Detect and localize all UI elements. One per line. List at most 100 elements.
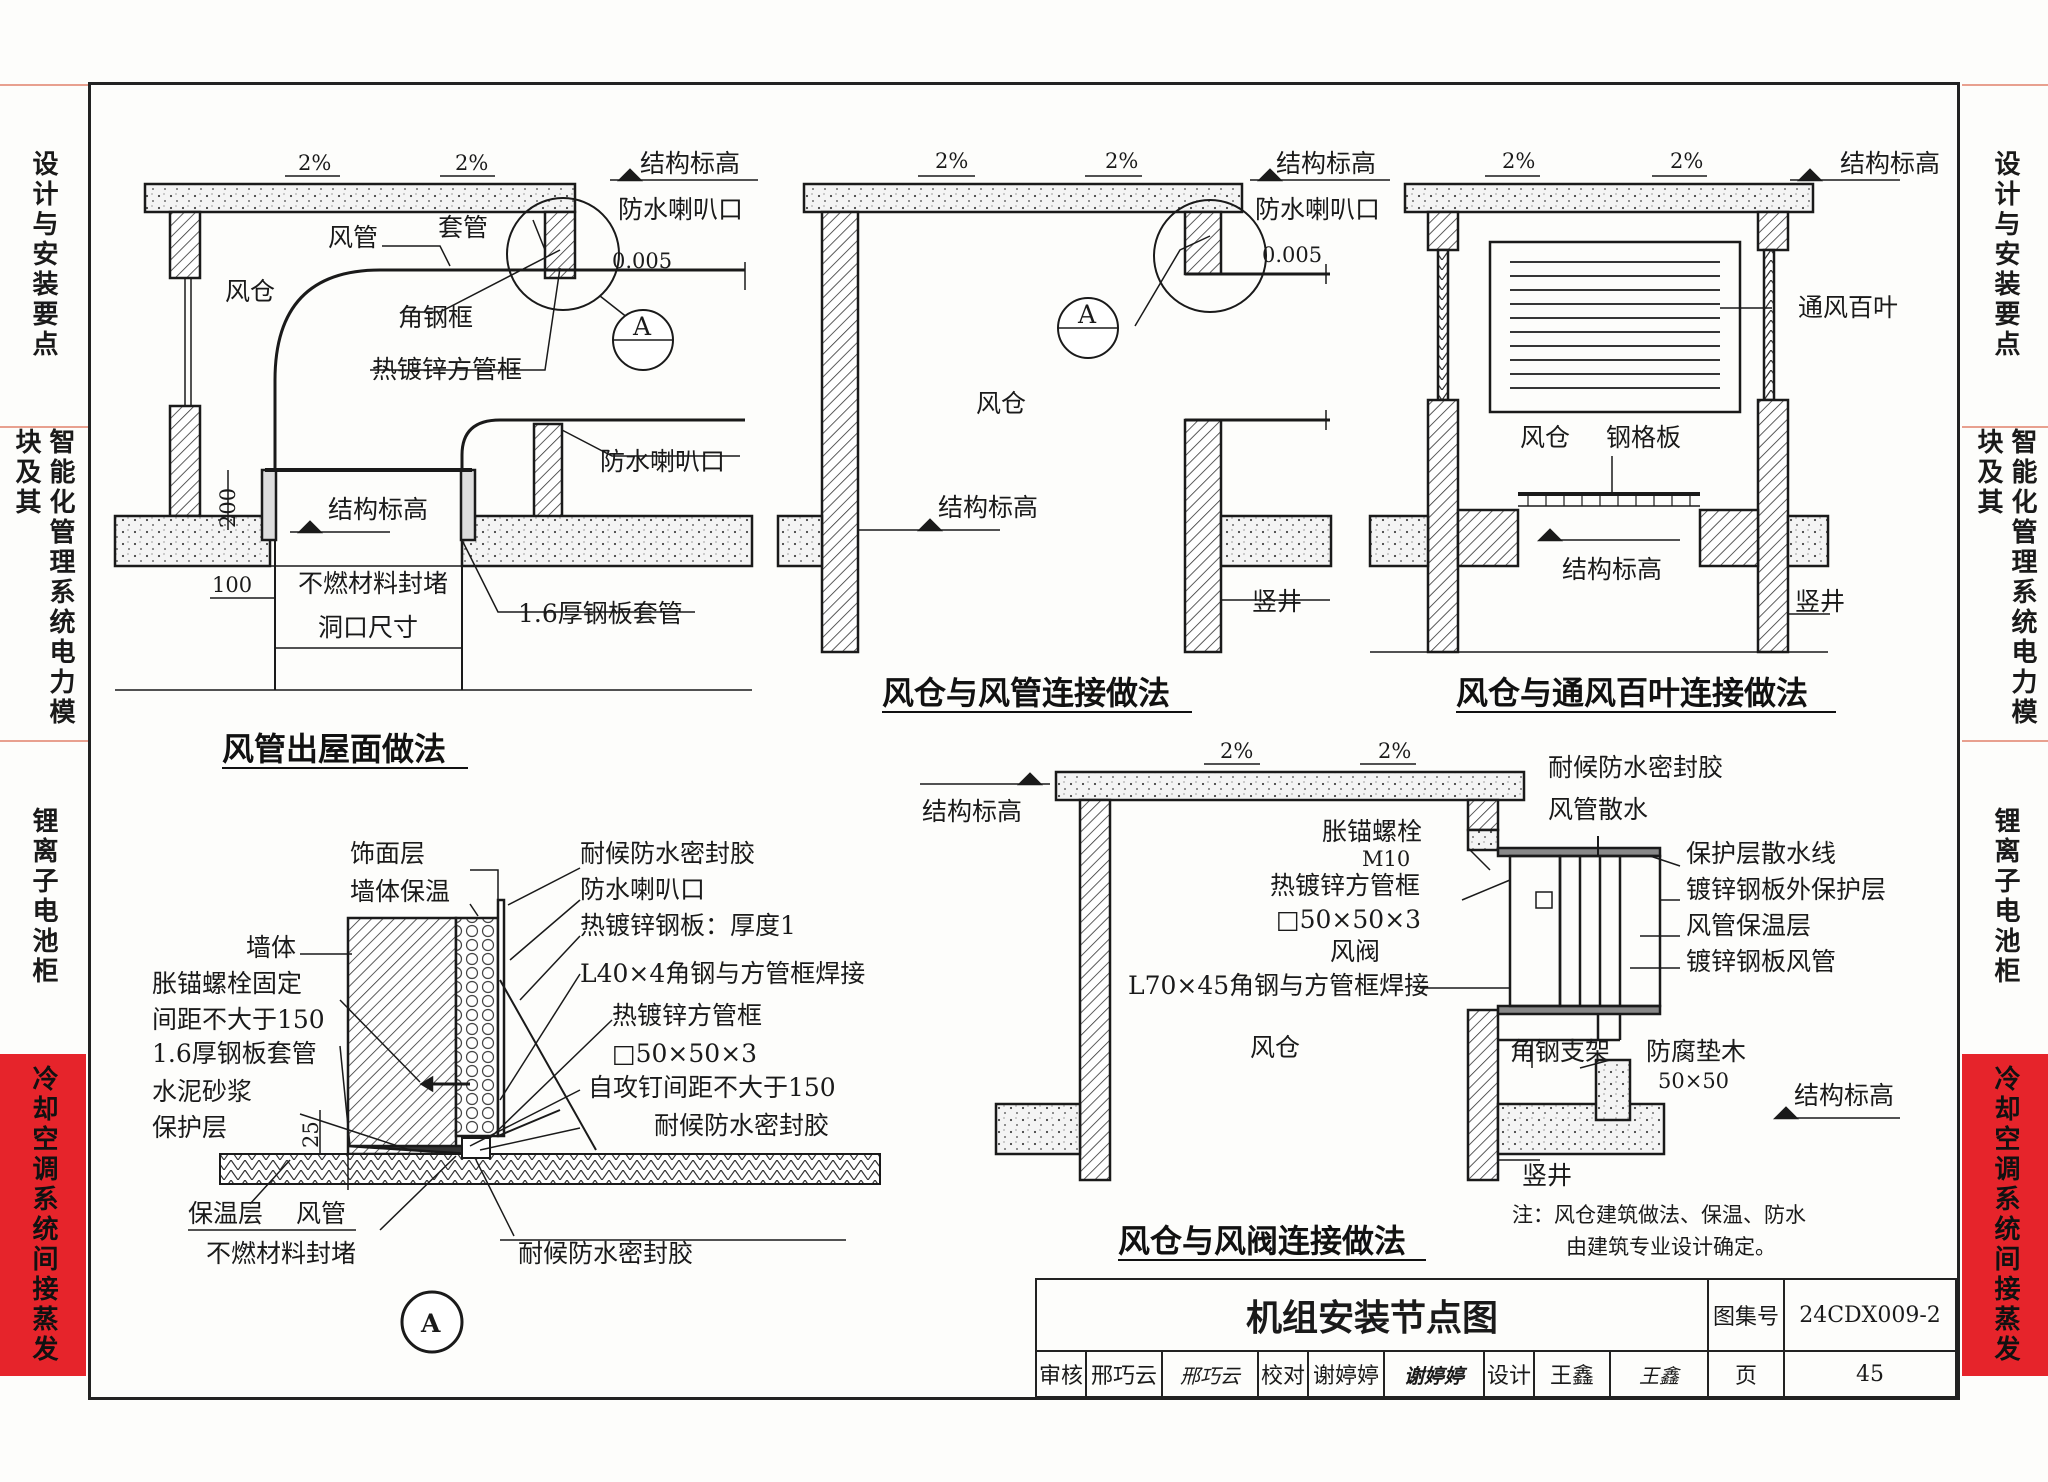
detail-insulation <box>454 916 500 1138</box>
gap-label: 0.005 <box>612 249 672 273</box>
slope-label: 2% <box>1502 149 1535 173</box>
struct-elev-label: 结构标高 <box>1840 149 1940 178</box>
anchor-label: 胀锚螺栓固定 <box>152 969 302 998</box>
side-tab-battery-right[interactable]: 锂离子电池柜 <box>1962 742 2048 1052</box>
atlas-number: 24CDX009-2 <box>1785 1280 1955 1352</box>
tab-divider <box>1962 740 2048 742</box>
firestop-label: 不燃材料封堵 <box>298 569 448 598</box>
checker-signature: 谢婷婷 <box>1385 1352 1485 1396</box>
duct-elbow-outer <box>273 268 745 470</box>
detail-ref-label: A <box>632 312 652 341</box>
firestop-label: 不燃材料封堵 <box>206 1239 356 1268</box>
diagram-duct-roof-labels: 2% 2% 结构标高 防水喇叭口 风管 套管 风仓 0.005 角钢框 热镀锌方… <box>212 149 743 769</box>
slope-label: 2% <box>1670 149 1703 173</box>
plenum-label: 风仓 <box>1250 1033 1300 1062</box>
side-tab-label: 智能化管理系统电力模块及其 <box>11 428 75 728</box>
diagram-plenum-louver <box>1368 168 1900 654</box>
flare-label: 防水喇叭口 <box>618 195 743 224</box>
wall-insulation-label: 墙体保温 <box>350 877 450 906</box>
side-tab-power-left[interactable]: 智能化管理系统电力模块及其 <box>0 428 86 738</box>
struct-elev-label: 结构标高 <box>922 797 1022 826</box>
dim-label: 25 <box>299 1121 323 1148</box>
timber-size-label: 50×50 <box>1658 1069 1729 1093</box>
timber-label: 防腐垫木 <box>1646 1037 1746 1066</box>
side-tab-design-right[interactable]: 设计与安装要点 <box>1962 86 2048 424</box>
wall-label: 墙体 <box>246 933 296 962</box>
dim-label: 200 <box>216 488 240 528</box>
plenum-wall-right-lower <box>1183 418 1223 654</box>
shaft-label: 竖井 <box>1522 1161 1572 1190</box>
struct-elev-label: 结构标高 <box>1562 555 1662 584</box>
diagram-plenum-duct-labels: 2% 2% 结构标高 防水喇叭口 0.005 风仓 结构标高 竖井 A 风仓与风… <box>882 149 1380 713</box>
bracket-label: 角钢支架 <box>1510 1037 1610 1066</box>
page-number: 45 <box>1856 1361 1884 1387</box>
tube-frame-label: 热镀锌方管框 <box>372 355 522 384</box>
anchor-label: 胀锚螺栓 <box>1322 817 1422 846</box>
side-tab-cooling-left[interactable]: 冷却空调系统间接蒸发 <box>0 1054 86 1376</box>
checker-name: 谢婷婷 <box>1309 1352 1385 1396</box>
diagram-caption: 风仓与通风百叶连接做法 <box>1456 674 1808 712</box>
detail-a-marker-label: A <box>420 1309 441 1338</box>
note-line: 由建筑专业设计确定。 <box>1566 1235 1776 1259</box>
anchor-size-label: M10 <box>1362 847 1410 871</box>
diagram-duct-roof <box>113 168 758 691</box>
spacing-label: 间距不大于150 <box>152 1005 325 1034</box>
tab-divider <box>0 426 88 428</box>
plenum-label: 风仓 <box>976 389 1026 418</box>
drawing-frame <box>88 82 1960 1400</box>
detail-wall <box>346 916 458 1156</box>
diagram-caption: 风管出屋面做法 <box>222 730 446 768</box>
side-tab-power-right[interactable]: 智能化管理系统电力模块及其 <box>1962 428 2048 738</box>
designer-name: 王鑫 <box>1535 1352 1611 1396</box>
design-label: 设计 <box>1485 1352 1535 1396</box>
side-tab-label: 智能化管理系统电力模块及其 <box>1973 428 2037 728</box>
opening-label: 洞口尺寸 <box>318 613 418 642</box>
check-label: 校对 <box>1259 1352 1309 1396</box>
duct-elbow-inner <box>460 418 745 470</box>
plenum-wall-right-upper <box>1183 210 1223 276</box>
steel-sleeve-label: 1.6厚钢板套管 <box>152 1039 317 1068</box>
drip-label: 风管散水 <box>1548 795 1648 824</box>
tube-frame-label: 热镀锌方管框 <box>1270 871 1420 900</box>
angle-weld-label: L40×4角钢与方管框焊接 <box>580 959 865 988</box>
page-label: 页 <box>1709 1352 1785 1396</box>
drip-line-label: 保护层散水线 <box>1686 839 1836 868</box>
plenum-wall-left <box>820 210 860 654</box>
sealant-label: 耐候防水密封胶 <box>518 1239 693 1268</box>
parapet-right <box>543 210 577 280</box>
sheet-title: 机组安装节点图 <box>1037 1280 1709 1352</box>
side-tab-design-left[interactable]: 设计与安装要点 <box>0 86 86 424</box>
finish-layer-label: 饰面层 <box>350 839 425 868</box>
flare-label: 防水喇叭口 <box>580 875 705 904</box>
damper-body <box>1508 854 1562 1008</box>
steel-plate-label: 热镀锌钢板：厚度1 <box>580 911 796 940</box>
flare-label: 防水喇叭口 <box>1255 195 1380 224</box>
sealant-label: 耐候防水密封胶 <box>654 1111 829 1140</box>
detail-a <box>219 867 881 1241</box>
struct-elev-label: 结构标高 <box>938 493 1038 522</box>
slope-label: 2% <box>935 149 968 173</box>
tube-size-label: □50×50×3 <box>612 1039 757 1068</box>
side-tab-battery-left[interactable]: 锂离子电池柜 <box>0 742 86 1052</box>
duct-label: 风管 <box>296 1199 346 1228</box>
steel-duct-label: 镀锌钢板风管 <box>1686 947 1836 976</box>
note-line: 注：风仓建筑做法、保温、防水 <box>1512 1203 1806 1227</box>
side-tab-cooling-right[interactable]: 冷却空调系统间接蒸发 <box>1962 1054 2048 1376</box>
grating-label: 钢格板 <box>1606 423 1681 452</box>
tube-size-label: □50×50×3 <box>1276 905 1421 934</box>
review-label: 审核 <box>1037 1352 1087 1396</box>
detail-ref-label: A <box>1077 300 1097 329</box>
angle-weld-label: L70×45角钢与方管框焊接 <box>1128 971 1429 1000</box>
floor-slab-left <box>113 514 272 568</box>
struct-elev-label: 结构标高 <box>640 149 740 178</box>
reviewer-name: 邢巧云 <box>1087 1352 1163 1396</box>
shaft-label: 竖井 <box>1252 587 1302 616</box>
struct-elev-label: 结构标高 <box>328 495 428 524</box>
mortar-label: 水泥砂浆 <box>152 1077 252 1106</box>
detail-circle <box>506 197 620 311</box>
dim-label: 100 <box>212 573 252 597</box>
struct-elev-label: 结构标高 <box>1794 1081 1894 1110</box>
louver-label: 通风百叶 <box>1798 293 1898 322</box>
angle-frame-label: 角钢框 <box>398 303 473 332</box>
gap-label: 0.005 <box>1262 243 1322 267</box>
